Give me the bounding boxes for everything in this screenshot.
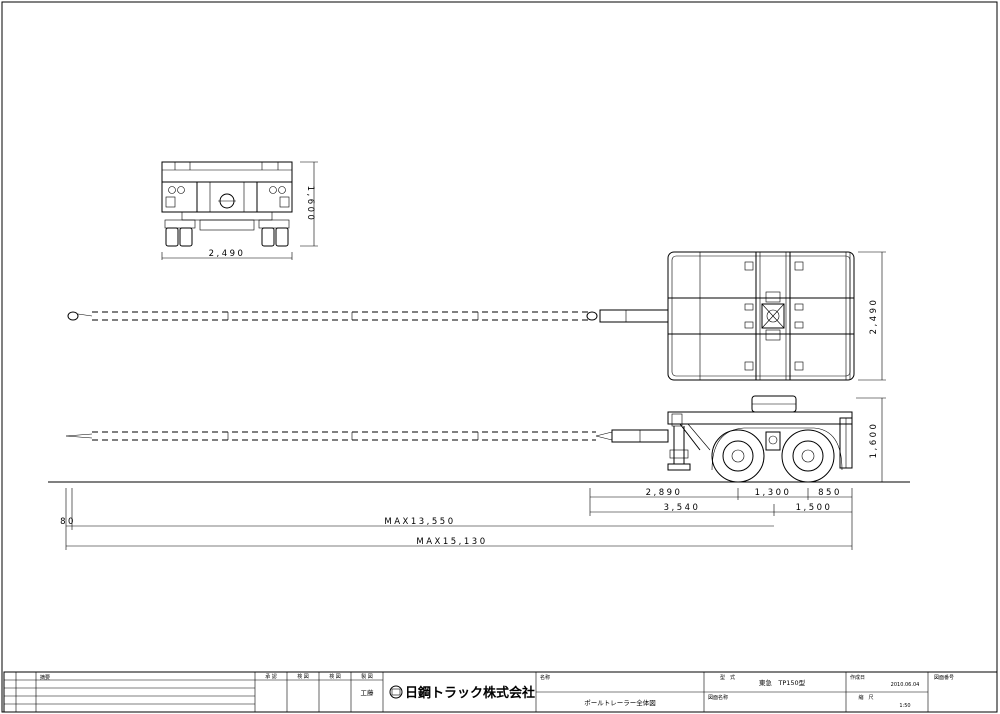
dim-80: 80 bbox=[60, 517, 76, 527]
dim-top-width: 2,490 bbox=[869, 298, 879, 335]
tb-company: 日鋼トラック株式会社 bbox=[405, 685, 535, 701]
tb-stamp-approve: 承 認 bbox=[265, 673, 277, 680]
rear-view bbox=[161, 161, 293, 247]
tb-drafter: 工藤 bbox=[361, 688, 375, 697]
tb-stamp-check-2: 検 図 bbox=[329, 673, 341, 680]
tb-drawing-title: ポールトレーラー全体図 bbox=[584, 698, 656, 707]
top-dimensions: 2,490 bbox=[858, 251, 886, 381]
tb-number-label: 図面番号 bbox=[934, 674, 954, 681]
side-dimensions: 1,600 2,890 1,300 850 3,540 1,500 80 MAX… bbox=[60, 397, 886, 550]
tb-scale-label: 縮 尺 bbox=[858, 694, 873, 701]
dim-rear-width: 2,490 bbox=[209, 249, 246, 259]
dim-2890: 2,890 bbox=[646, 488, 683, 498]
tb-stamp-check-1: 検 図 bbox=[297, 673, 309, 680]
tb-date-label: 作成日 bbox=[850, 674, 865, 681]
tb-stamp-draw: 製 図 bbox=[361, 673, 373, 680]
rear-dimensions: 1,600 2,490 bbox=[161, 161, 318, 260]
tb-left-label: 摘要 bbox=[40, 674, 50, 681]
tb-drawing-name-label: 図面名称 bbox=[708, 694, 728, 701]
dim-rear-height: 1,600 bbox=[305, 186, 315, 223]
tb-date-value: 2010.06.04 bbox=[891, 682, 920, 688]
dim-side-height: 1,600 bbox=[869, 422, 879, 459]
title-block bbox=[3, 671, 998, 713]
tb-scale-value: 1:50 bbox=[899, 703, 910, 709]
dim-1500: 1,500 bbox=[796, 503, 833, 513]
dim-850: 850 bbox=[818, 488, 842, 498]
dim-1300: 1,300 bbox=[755, 488, 792, 498]
tb-model-label: 型 式 bbox=[720, 674, 735, 681]
dim-max-13550: MAX13,550 bbox=[384, 517, 455, 527]
side-view bbox=[65, 395, 853, 483]
dim-max-15130: MAX15,130 bbox=[416, 537, 487, 547]
dim-3540: 3,540 bbox=[664, 503, 701, 513]
tb-name-label: 名称 bbox=[540, 674, 550, 681]
top-view bbox=[67, 251, 855, 381]
tb-model-value: 東急 TP150型 bbox=[759, 678, 806, 687]
